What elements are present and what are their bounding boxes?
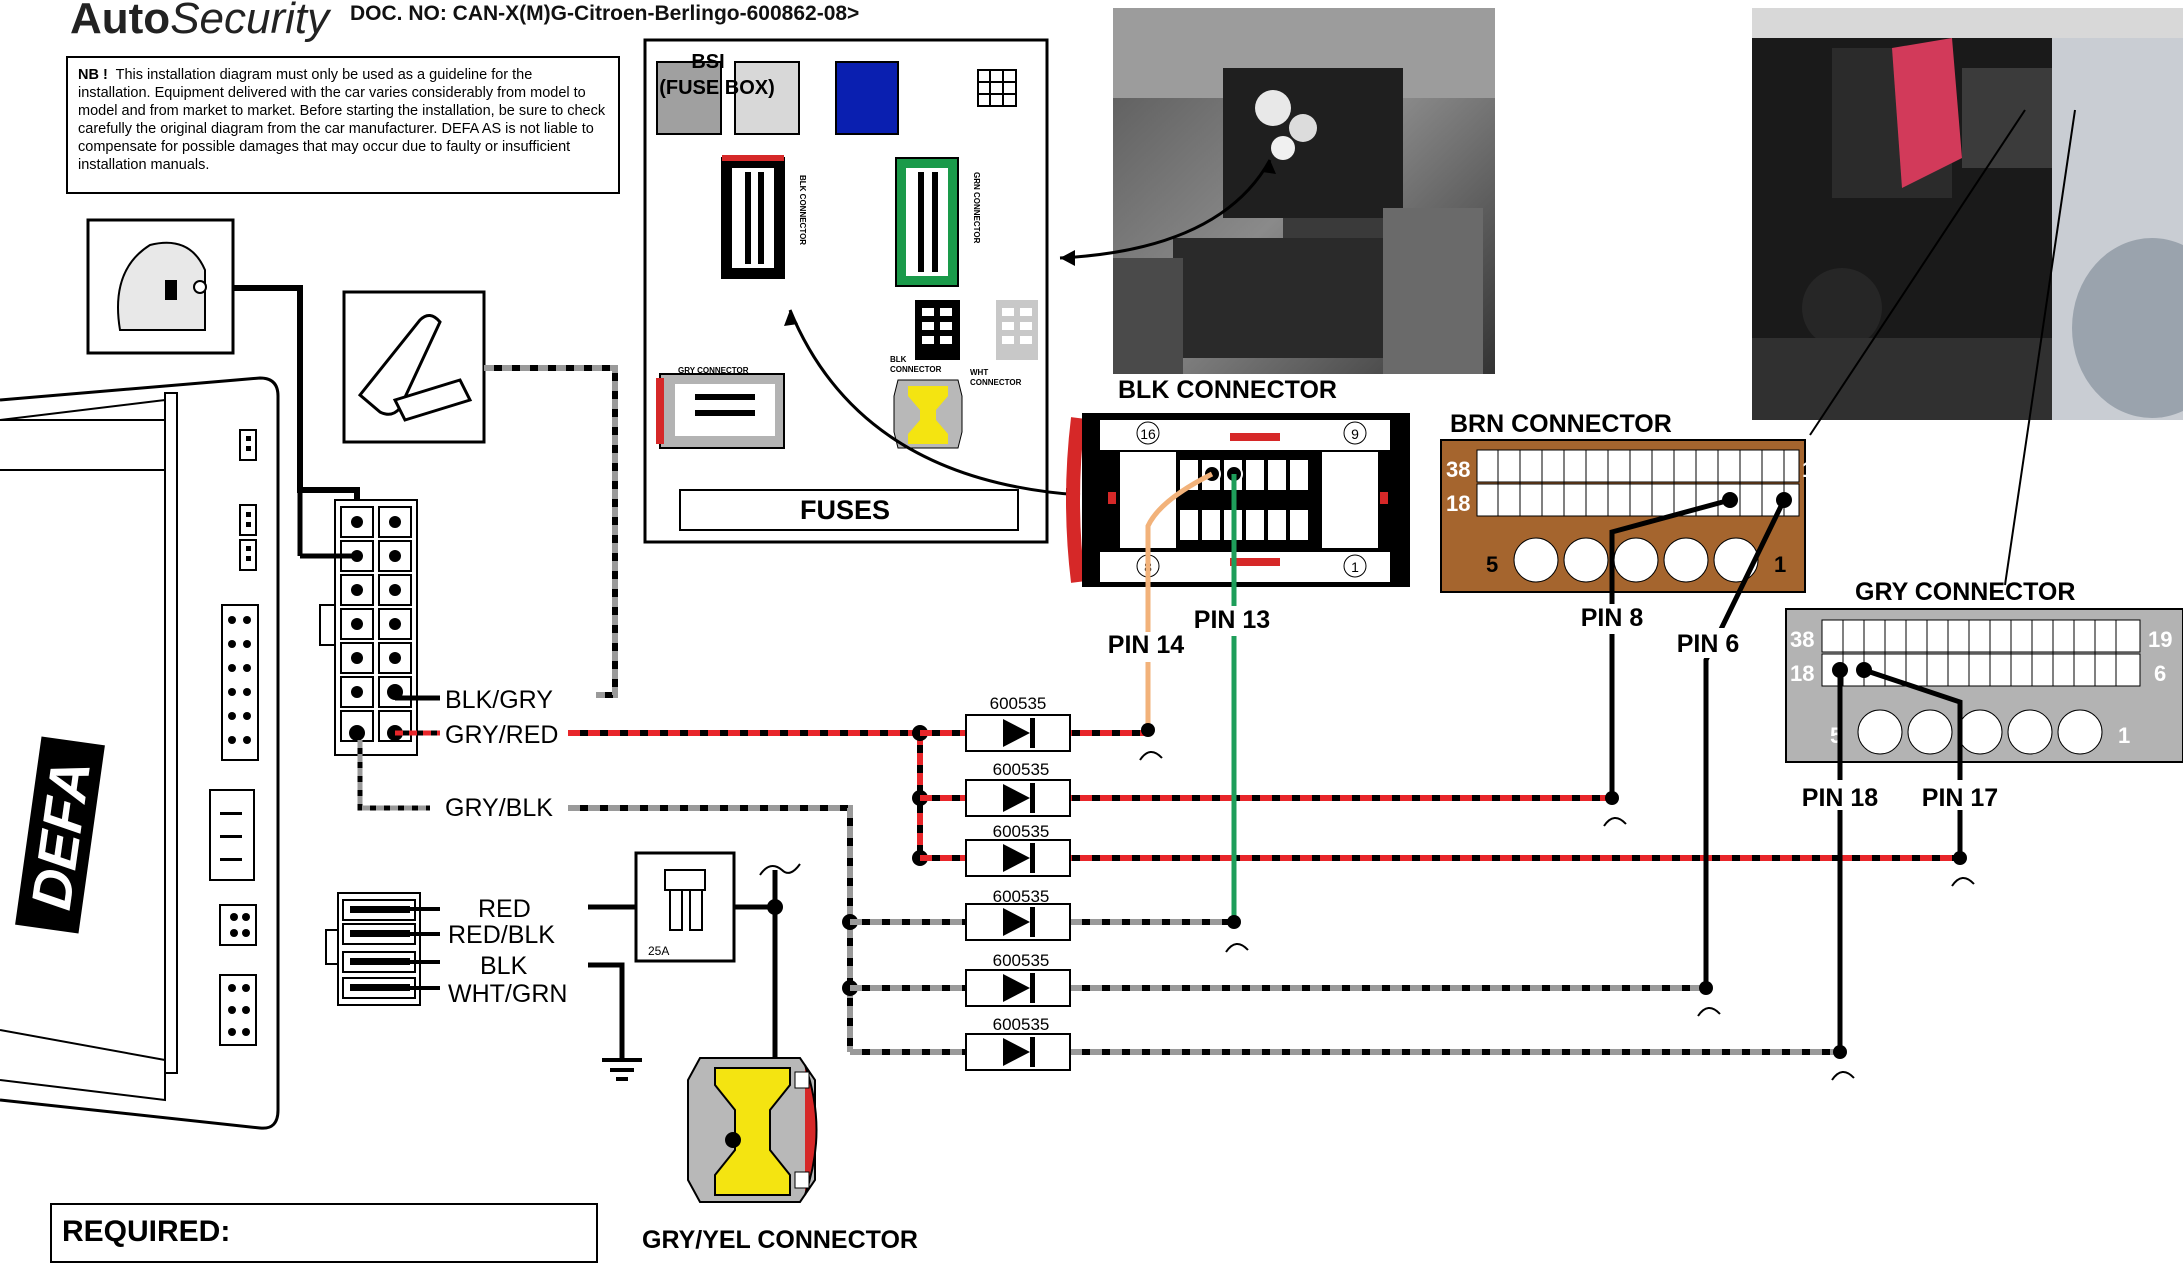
diode-part-number: 600535: [993, 887, 1050, 906]
svg-text:1: 1: [1774, 552, 1786, 577]
diode-row-3: 600535: [920, 822, 1960, 877]
bsi-panel: BSI (FUSE BOX) BLK CONNECTOR: [643, 38, 1049, 544]
label-wht-grn: WHT/GRN: [448, 980, 567, 1008]
diode-row-1: 600535: [920, 694, 1150, 752]
label-blk: BLK: [480, 952, 528, 980]
junction-dot: [1605, 791, 1619, 805]
blk-pin14-label: PIN 14: [1108, 631, 1185, 659]
junction-dot: [767, 899, 783, 915]
required-title: REQUIRED:: [62, 1215, 231, 1248]
diode-part-number: 600535: [990, 694, 1047, 713]
svg-text:5: 5: [1486, 552, 1498, 577]
bsi-title-line1: BSI: [691, 51, 724, 73]
junction-dot: [1227, 915, 1241, 929]
gry-yel-connector-title: GRY/YEL CONNECTOR: [642, 1226, 918, 1252]
svg-text:CONNECTOR: CONNECTOR: [890, 365, 942, 374]
svg-text:18: 18: [1446, 491, 1470, 516]
fuse-25a: 25A: [634, 851, 736, 963]
svg-text:WHT: WHT: [970, 368, 988, 377]
brn-pin8-label: PIN 8: [1581, 604, 1644, 632]
brand-logo: AutoSecurity: [70, 0, 330, 43]
diode-row-2: 600535: [920, 760, 1612, 817]
diode-part-number: 600535: [993, 760, 1050, 779]
gry-yel-connector: [687, 1057, 818, 1203]
bsi-gry-connector: GRY CONNECTOR: [656, 366, 785, 449]
svg-text:9: 9: [1351, 426, 1359, 442]
label-gry-blk: GRY/BLK: [445, 794, 553, 822]
diode-row-5: 600535: [850, 951, 1706, 1007]
bsi-grid-icon: [977, 69, 1017, 107]
svg-text:18: 18: [1790, 661, 1814, 686]
hood-switch-icon: [86, 218, 235, 355]
svg-text:6: 6: [1808, 491, 1820, 516]
bsi-small-blk-connector: BLK CONNECTOR: [890, 300, 960, 374]
svg-text:CONNECTOR: CONNECTOR: [970, 378, 1022, 387]
junction-dot: [1833, 1045, 1847, 1059]
junction-dot: [1699, 981, 1713, 995]
bsi-grn-connector: GRN CONNECTOR: [895, 157, 981, 287]
bsi-blk-connector: BLK CONNECTOR: [721, 155, 807, 279]
gry-connector: 38 18 19 6 5 1: [1785, 608, 2183, 763]
harness-connector: [297, 450, 418, 756]
svg-text:GRN CONNECTOR: GRN CONNECTOR: [972, 172, 981, 244]
svg-text:1: 1: [2118, 723, 2130, 748]
brn-connector: 38 18 19 6 5 1: [1440, 439, 1826, 593]
diode-row-4: 600535: [850, 887, 1232, 941]
gry-pin17-label: PIN 17: [1922, 784, 1998, 812]
notice-box: NB ! This installation diagram must only…: [66, 56, 620, 194]
svg-text:38: 38: [1446, 457, 1470, 482]
svg-text:19: 19: [2148, 627, 2172, 652]
svg-text:BLK: BLK: [890, 355, 907, 364]
pedal-switch-icon: [342, 290, 486, 444]
defa-unit: DEFA: [0, 376, 280, 1130]
engine-bay-photo: [1752, 8, 2183, 420]
blk-connector: 16 9 8 1: [1066, 413, 1410, 587]
brn-pin6-label: PIN 6: [1677, 630, 1740, 658]
blk-connector-title: BLK CONNECTOR: [1118, 376, 1337, 404]
diode-part-number: 600535: [993, 1015, 1050, 1034]
power-connector: [325, 892, 440, 1006]
bsi-blue-block: [835, 61, 899, 135]
notice-text: This installation diagram must only be u…: [78, 67, 606, 173]
svg-text:GRY CONNECTOR: GRY CONNECTOR: [678, 366, 749, 375]
svg-text:6: 6: [2154, 661, 2166, 686]
label-blk-gry: BLK/GRY: [445, 686, 553, 714]
diode-part-number: 600535: [993, 822, 1050, 841]
brn-connector-title: BRN CONNECTOR: [1450, 410, 1672, 438]
svg-text:BLK CONNECTOR: BLK CONNECTOR: [798, 175, 807, 245]
bsi-wht-connector: WHT CONNECTOR: [970, 300, 1038, 387]
fuse-rating: 25A: [648, 944, 669, 958]
notice-lead: NB !: [78, 67, 108, 83]
diode-row-6: 600535: [850, 1015, 1840, 1071]
junction-dot: [1141, 723, 1155, 737]
svg-text:19: 19: [1802, 457, 1826, 482]
svg-text:1: 1: [1351, 559, 1359, 575]
bsi-gry-yel-connector: [893, 379, 963, 449]
label-gry-red: GRY/RED: [445, 721, 558, 749]
dashboard-photo: [1113, 8, 1495, 374]
gry-connector-title: GRY CONNECTOR: [1855, 578, 2075, 606]
fuses-box: [679, 489, 1019, 531]
label-red: RED: [478, 895, 531, 923]
bsi-title-line2: (FUSE BOX): [659, 77, 775, 99]
blk-pin13-label: PIN 13: [1194, 606, 1270, 634]
svg-text:38: 38: [1790, 627, 1814, 652]
document-number: DOC. NO: CAN-X(M)G-Citroen-Berlingo-6008…: [350, 2, 860, 25]
gry-pin18-label: PIN 18: [1802, 784, 1879, 812]
label-red-blk: RED/BLK: [448, 921, 555, 949]
svg-text:16: 16: [1140, 426, 1156, 442]
ground-symbol: [602, 1058, 642, 1081]
fuses-label: FUSES: [800, 495, 890, 525]
diode-part-number: 600535: [993, 951, 1050, 970]
junction-dot: [1953, 851, 1967, 865]
